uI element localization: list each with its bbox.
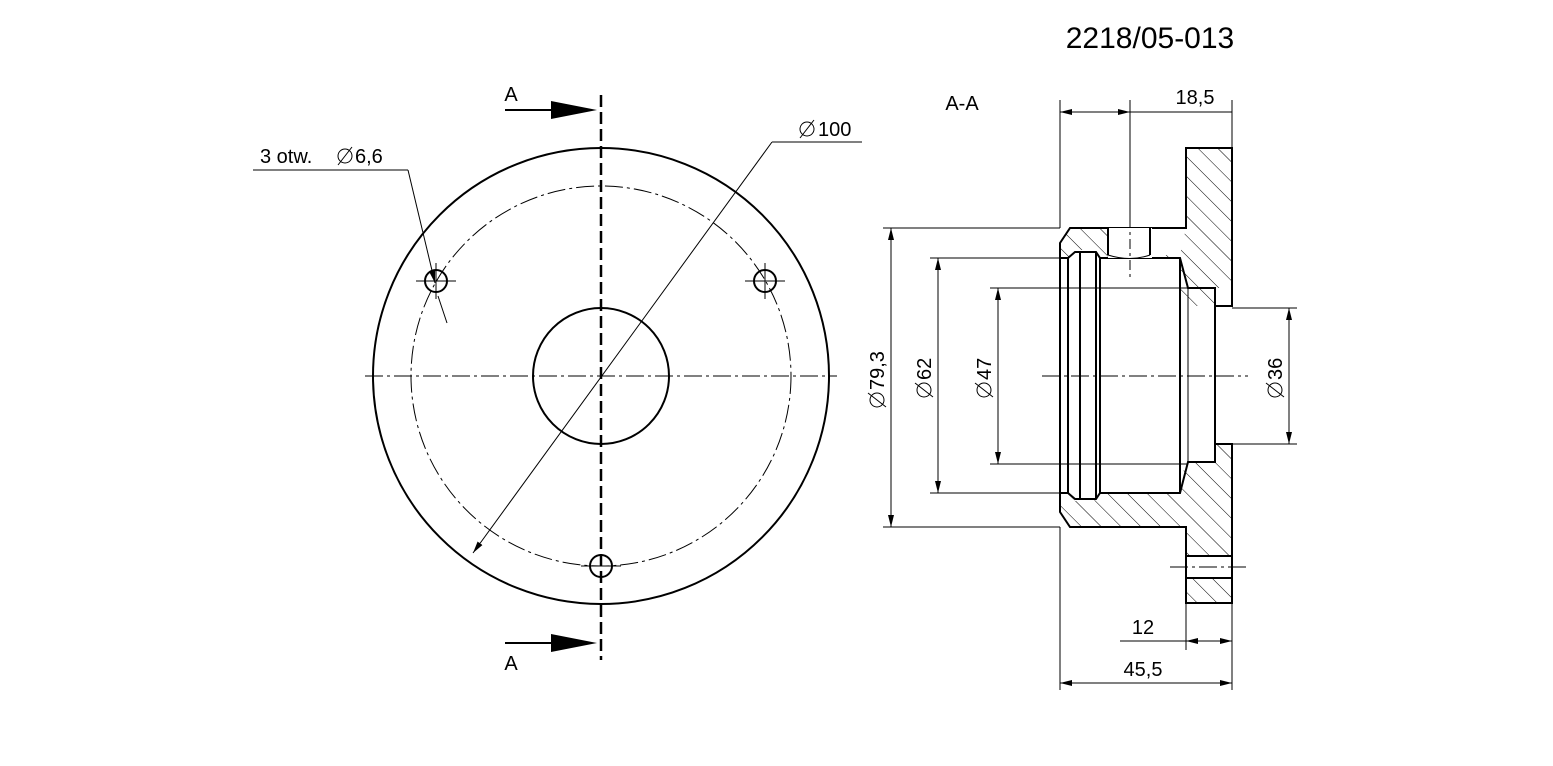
- drawing-number: 2218/05-013: [1066, 22, 1235, 55]
- section-marker-bottom: A: [504, 653, 518, 675]
- section-marker-top: A: [504, 84, 518, 106]
- front-view: A A 100 3 otw. 6,6: [253, 84, 862, 675]
- dim-18-5-text: 18,5: [1176, 87, 1215, 109]
- radial-hole-curve: [1107, 254, 1151, 259]
- section-hatch-upper: [1060, 148, 1232, 306]
- section-view: A-A: [867, 87, 1297, 690]
- section-hatch-lower: [1060, 444, 1232, 603]
- dim-100-text: 100: [818, 119, 851, 141]
- dim-62-label: 62: [914, 358, 936, 398]
- section-title: A-A: [945, 93, 979, 115]
- holes-note-leader: [407, 169, 436, 284]
- dim-62-text: 62: [914, 358, 936, 380]
- holes-dim-text: 6,6: [355, 146, 383, 168]
- dim-45-5-text: 45,5: [1124, 659, 1163, 681]
- dim-47-label: 47: [974, 358, 996, 398]
- dim-36-text: 36: [1265, 358, 1287, 380]
- section-arrow-top-head: [551, 101, 597, 119]
- dim-47-text: 47: [974, 358, 996, 380]
- dim-36-label: 36: [1265, 358, 1287, 398]
- holes-dim-label: 6,6: [337, 146, 383, 168]
- dim-79-3-label: 79,3: [867, 351, 889, 408]
- dim-12-text: 12: [1132, 617, 1154, 639]
- dim-100-label: 100: [799, 119, 851, 141]
- holes-note-leader-ext: [437, 295, 448, 324]
- dim-100-line: [472, 141, 773, 554]
- section-arrow-bottom-head: [551, 634, 597, 652]
- holes-note: 3 otw.: [260, 146, 312, 168]
- dim-79-3-text: 79,3: [867, 351, 889, 390]
